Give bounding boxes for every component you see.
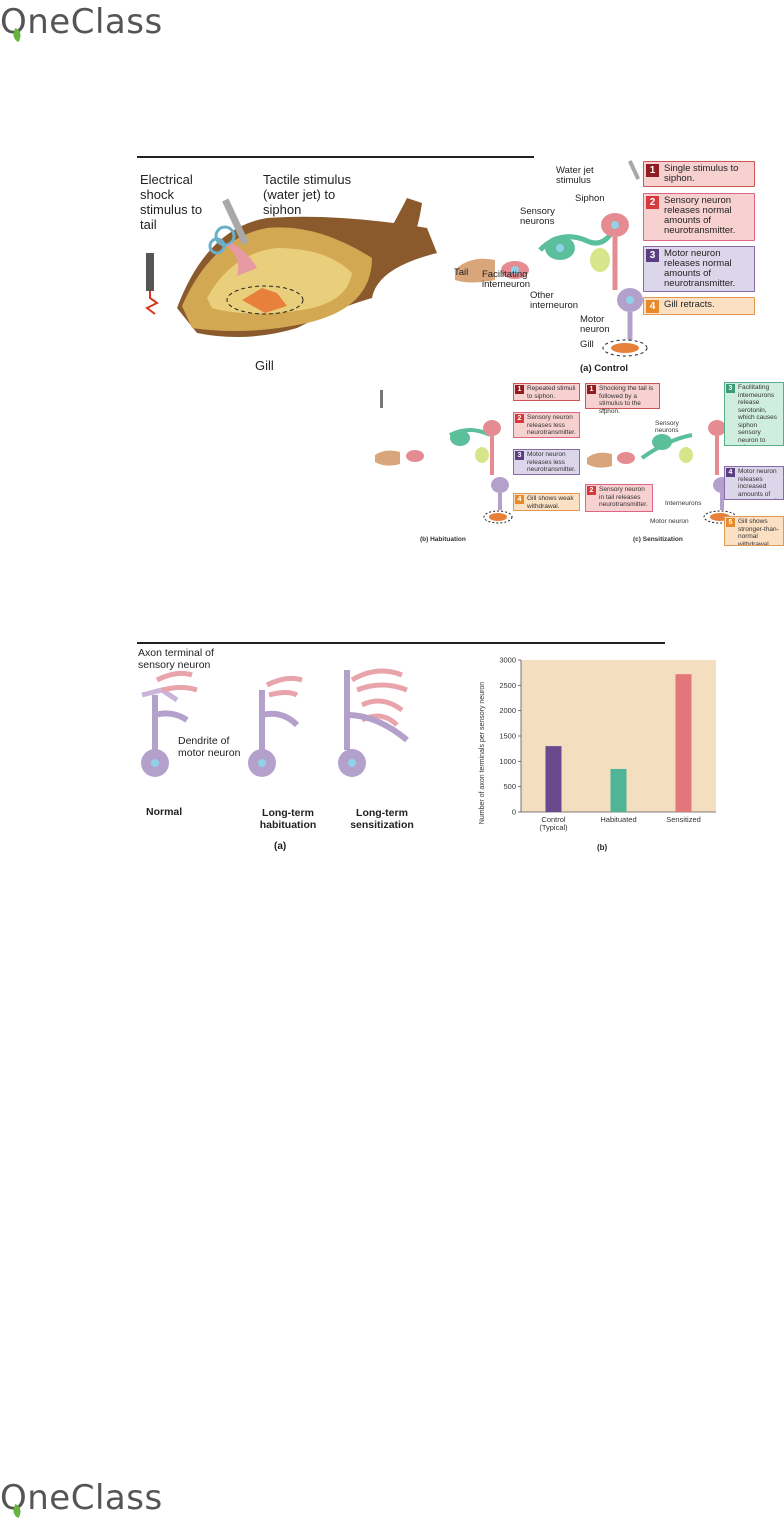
synapse-normal xyxy=(141,670,198,777)
step-text: Motor neuron releases normal amounts of … xyxy=(664,248,736,289)
footer-brand-name: OneClass xyxy=(0,1478,163,1518)
chart-y-tick-label: 2500 xyxy=(499,681,516,690)
label-sens-sensory-neurons: Sensory neurons xyxy=(655,420,679,434)
caption-sensitization: (c) Sensitization xyxy=(633,536,683,543)
caption-control: (a) Control xyxy=(580,363,629,374)
chart-y-tick-label: 1500 xyxy=(499,732,516,741)
chart-y-tick-label: 2000 xyxy=(499,706,516,715)
step-text: Gill retracts. xyxy=(664,299,715,310)
label-motor-neuron: Motor neuron xyxy=(580,314,610,335)
chart-x-tick-label: Sensitized xyxy=(666,815,701,824)
synapse-habituation xyxy=(248,675,303,777)
step-number: 4 xyxy=(646,300,659,313)
label-dendrite: Dendrite of motor neuron xyxy=(178,735,241,759)
chart-bar xyxy=(675,674,692,812)
step-number: 1 xyxy=(515,385,524,394)
chart-y-axis-label: Number of axon terminals per sensory neu… xyxy=(479,682,486,825)
step-number: 2 xyxy=(515,414,524,423)
label-sens-motor-neuron: Motor neuron xyxy=(650,518,689,525)
step-number: 4 xyxy=(726,468,735,477)
label-tail: Tail xyxy=(454,267,469,278)
chart-x-tick-label: Habituated xyxy=(600,815,636,824)
step-number: 2 xyxy=(646,196,659,209)
control-step-4: 4 Gill retracts. xyxy=(643,297,755,315)
label-control-gill: Gill xyxy=(580,339,594,350)
synapse-illustrations xyxy=(141,668,409,777)
terminal-count-bar-chart: Number of axon terminals per sensory neu… xyxy=(479,656,716,832)
step-text: Sensory neuron in tail releases neurotra… xyxy=(599,486,648,508)
control-circuit-diagram xyxy=(455,160,648,357)
label-facilitating-interneuron: Facilitating interneuron xyxy=(482,269,531,290)
control-step-1: 1 Single stimulus to siphon. xyxy=(643,161,755,187)
footer-brand-logo: OneClass xyxy=(0,1478,163,1518)
chart-y-tick-label: 1000 xyxy=(499,757,516,766)
figure2-rule xyxy=(137,642,665,644)
label-long-term-sensitization: Long-term sensitization xyxy=(350,807,414,831)
step-text: Motor neuron releases less neurotransmit… xyxy=(527,451,576,473)
step-text: Motor neuron releases increased amounts … xyxy=(738,468,783,499)
caption-habituation: (b) Habituation xyxy=(420,536,466,543)
step-number: 3 xyxy=(515,451,524,460)
caption-panel-b: (b) xyxy=(597,843,608,852)
step-number: 3 xyxy=(646,249,659,262)
label-siphon: Siphon xyxy=(575,193,605,204)
brand-name: OneClass xyxy=(0,2,163,42)
chart-y-tick-label: 500 xyxy=(503,782,516,791)
step-number: 1 xyxy=(646,164,659,177)
synapse-sensitization xyxy=(338,668,409,777)
chart-x-tick-label: Control xyxy=(541,815,566,824)
step-number: 4 xyxy=(515,495,524,504)
chart-y-tick-label: 3000 xyxy=(499,656,516,665)
chart-bar xyxy=(610,768,627,812)
label-normal: Normal xyxy=(146,806,183,818)
label-gill: Gill xyxy=(255,358,274,373)
step-number: 2 xyxy=(587,486,596,495)
step-text: Single stimulus to siphon. xyxy=(664,163,739,184)
label-axon-terminal: Axon terminal of sensory neuron xyxy=(138,647,214,671)
label-tactile-stimulus: Tactile stimulus (water jet) to siphon xyxy=(263,172,352,217)
aplysia-illustration xyxy=(145,198,437,337)
control-step-2: 2 Sensory neuron releases normal amounts … xyxy=(643,193,755,241)
habituation-circuit-diagram xyxy=(375,390,513,524)
step-text: Gill shows stronger-than-normal withdraw… xyxy=(738,518,779,546)
label-shock-stimulus: Electrical shock stimulus to tail xyxy=(140,172,203,232)
caption-panel-a: (a) xyxy=(274,841,287,852)
label-sens-interneurons: Interneurons xyxy=(665,500,702,507)
step-number: 3 xyxy=(726,384,735,393)
control-step-3: 3 Motor neuron releases normal amounts of… xyxy=(643,246,755,292)
step-text: Gill shows weak withdrawal. xyxy=(527,495,574,510)
step-text: Facilitating interneurons release seroto… xyxy=(738,384,778,445)
label-long-term-habituation: Long-term habituation xyxy=(259,807,317,831)
step-text: Sensory neuron releases normal amounts o… xyxy=(664,195,736,236)
label-sensory-neurons: Sensory neurons xyxy=(520,206,555,227)
step-number: 5 xyxy=(726,518,735,527)
step-text: Repeated stimuli to siphon. xyxy=(527,385,576,400)
chart-bar xyxy=(545,746,562,812)
brand-logo: OneClass xyxy=(0,2,163,43)
step-text: Shocking the tail is followed by a stimu… xyxy=(599,385,654,415)
chart-y-tick-label: 0 xyxy=(512,808,516,817)
step-number: 1 xyxy=(587,385,596,394)
chart-x-tick-label: (Typical) xyxy=(539,823,568,832)
step-text: Sensory neuron releases less neurotransm… xyxy=(527,414,576,436)
figure1-rule xyxy=(137,156,534,158)
label-water-jet: Water jet stimulus xyxy=(556,165,594,186)
label-other-interneuron: Other interneuron xyxy=(530,290,579,311)
